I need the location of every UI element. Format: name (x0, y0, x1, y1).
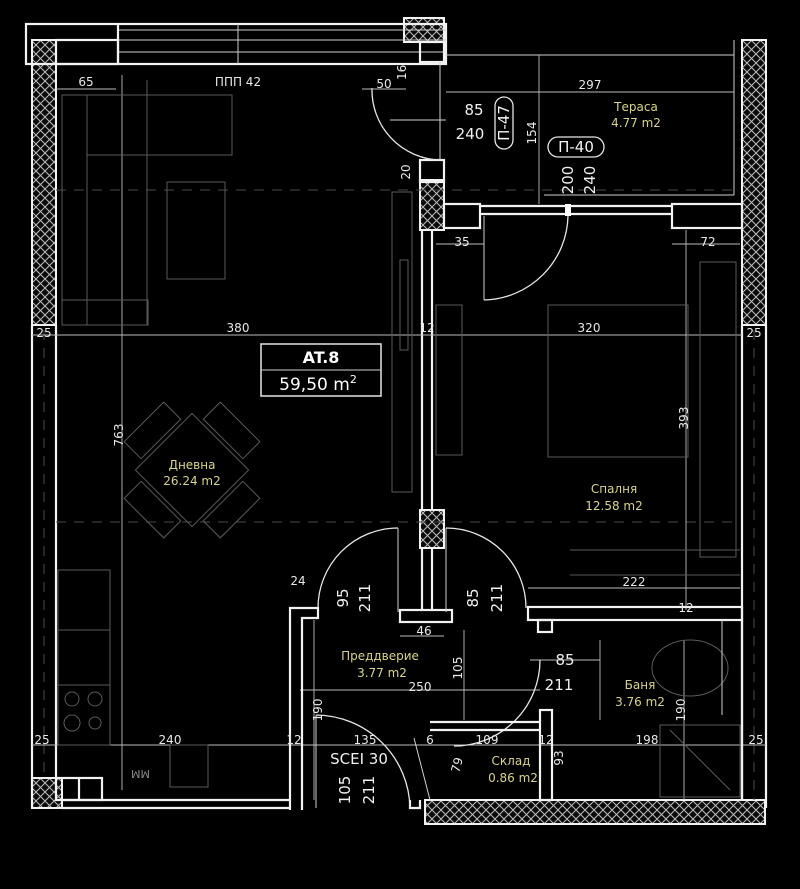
wardrobe (570, 261, 740, 576)
window-tag: ППП 42 (215, 75, 261, 89)
terrace (446, 40, 735, 204)
room-bedroom-name: Спалня (591, 482, 637, 496)
dimension-label: 35 (454, 235, 469, 249)
dimension-label: 240 (456, 125, 485, 143)
door-p47 (371, 40, 446, 184)
dimension-label: 25 (746, 326, 761, 340)
dimension-label: 93 (552, 750, 566, 765)
hall-walls (62, 527, 541, 810)
element-tags: ППП 42 П-47 П-40 SCEI 30 (215, 75, 605, 768)
room-hall-area: 3.77 m2 (357, 666, 407, 680)
dimension-label: 16 (395, 65, 409, 80)
dimension-label: 105 (451, 657, 465, 680)
dimension-label: 109 (476, 733, 499, 747)
dimension-label: 393 (677, 407, 691, 430)
dimension-label: 222 (623, 575, 646, 589)
dimension-label: 135 (354, 733, 377, 747)
dimension-label: 211 (488, 584, 506, 613)
dimension-label: 25 (748, 733, 763, 747)
dimension-label: 50 (376, 77, 391, 91)
room-storage-name: Склад (492, 754, 531, 768)
dimension-lines (32, 75, 766, 800)
door-tag-p47: П-47 (495, 105, 513, 141)
tv-unit (391, 191, 413, 493)
dimension-label: 25 (36, 326, 51, 340)
room-bedroom-area: 12.58 m2 (585, 499, 643, 513)
dimension-labels: 65 50 16 297 85 240 154 200 240 20 35 72… (34, 65, 763, 805)
bedroom-top-wall (442, 202, 744, 301)
bathroom-walls (526, 605, 744, 802)
dimension-label: 211 (545, 676, 574, 694)
dimension-label: 85 (555, 651, 574, 669)
dimension-label: 240 (159, 733, 182, 747)
room-bath-name: Баня (625, 678, 656, 692)
room-living-name: Дневна (169, 458, 216, 472)
kitchen-mark: MM (131, 767, 150, 780)
apartment-area: 59,50 m2 (279, 373, 357, 395)
dimension-label: 211 (360, 776, 378, 805)
dimension-label: 20 (399, 164, 413, 179)
dimension-label: 190 (674, 699, 688, 722)
bed (547, 304, 689, 458)
dimension-label: 240 (581, 166, 599, 195)
room-hall-name: Преддверие (341, 649, 419, 663)
dining-table (123, 401, 261, 539)
dimension-label: 95 (334, 588, 352, 607)
dimension-label: 190 (311, 699, 325, 722)
dimension-label: 65 (78, 75, 93, 89)
coffee-table (166, 181, 226, 280)
dimension-label: 763 (112, 424, 126, 447)
dimension-label: 320 (578, 321, 601, 335)
dimension-label: 198 (636, 733, 659, 747)
room-bath-area: 3.76 m2 (615, 695, 665, 709)
dimension-label: 24 (290, 574, 305, 588)
dimension-label: 46 (416, 624, 431, 638)
dimension-label: 154 (525, 122, 539, 145)
dimension-label: 25 (34, 733, 49, 747)
door-tag-p40: П-40 (558, 138, 594, 156)
kitchen: MM (54, 569, 209, 802)
room-storage-area: 0.86 m2 (488, 771, 538, 785)
dimension-label: 12 (419, 321, 434, 335)
dimension-label: 105 (336, 776, 354, 805)
dimension-label: 250 (409, 680, 432, 694)
left-wall (30, 325, 58, 808)
dimension-label: 12 (286, 733, 301, 747)
apartment-id: AT.8 (303, 348, 340, 367)
door-tag-p40-frame (547, 136, 605, 158)
room-terrace-name: Тераса (613, 100, 658, 114)
apartment-tag: AT.8 59,50 m2 (260, 343, 382, 397)
dimension-label: 79 (448, 756, 465, 774)
door-tag-p47-frame (494, 96, 514, 150)
sofa (61, 80, 233, 326)
dimension-label: 12 (538, 733, 553, 747)
nightstand (435, 304, 463, 456)
dimension-label: 6 (426, 733, 434, 747)
room-living-area: 26.24 m2 (163, 474, 221, 488)
dimension-label: 12 (678, 601, 693, 615)
dimension-label: 211 (356, 584, 374, 613)
dimension-label: 380 (227, 321, 250, 335)
dimension-label: 85 (464, 588, 482, 607)
dimension-label: 85 (464, 101, 483, 119)
window-top (24, 22, 448, 66)
bathroom-fixtures (651, 620, 741, 798)
entrance-door-tag: SCEI 30 (330, 750, 388, 768)
exterior-walls (31, 17, 767, 825)
dimension-label: 297 (579, 78, 602, 92)
room-labels: Дневна 26.24 m2 Спалня 12.58 m2 Тераса 4… (163, 100, 665, 785)
room-terrace-area: 4.77 m2 (611, 116, 661, 130)
dimension-label: 72 (700, 235, 715, 249)
dimension-label: 200 (559, 166, 577, 195)
partition-wall (398, 230, 454, 624)
